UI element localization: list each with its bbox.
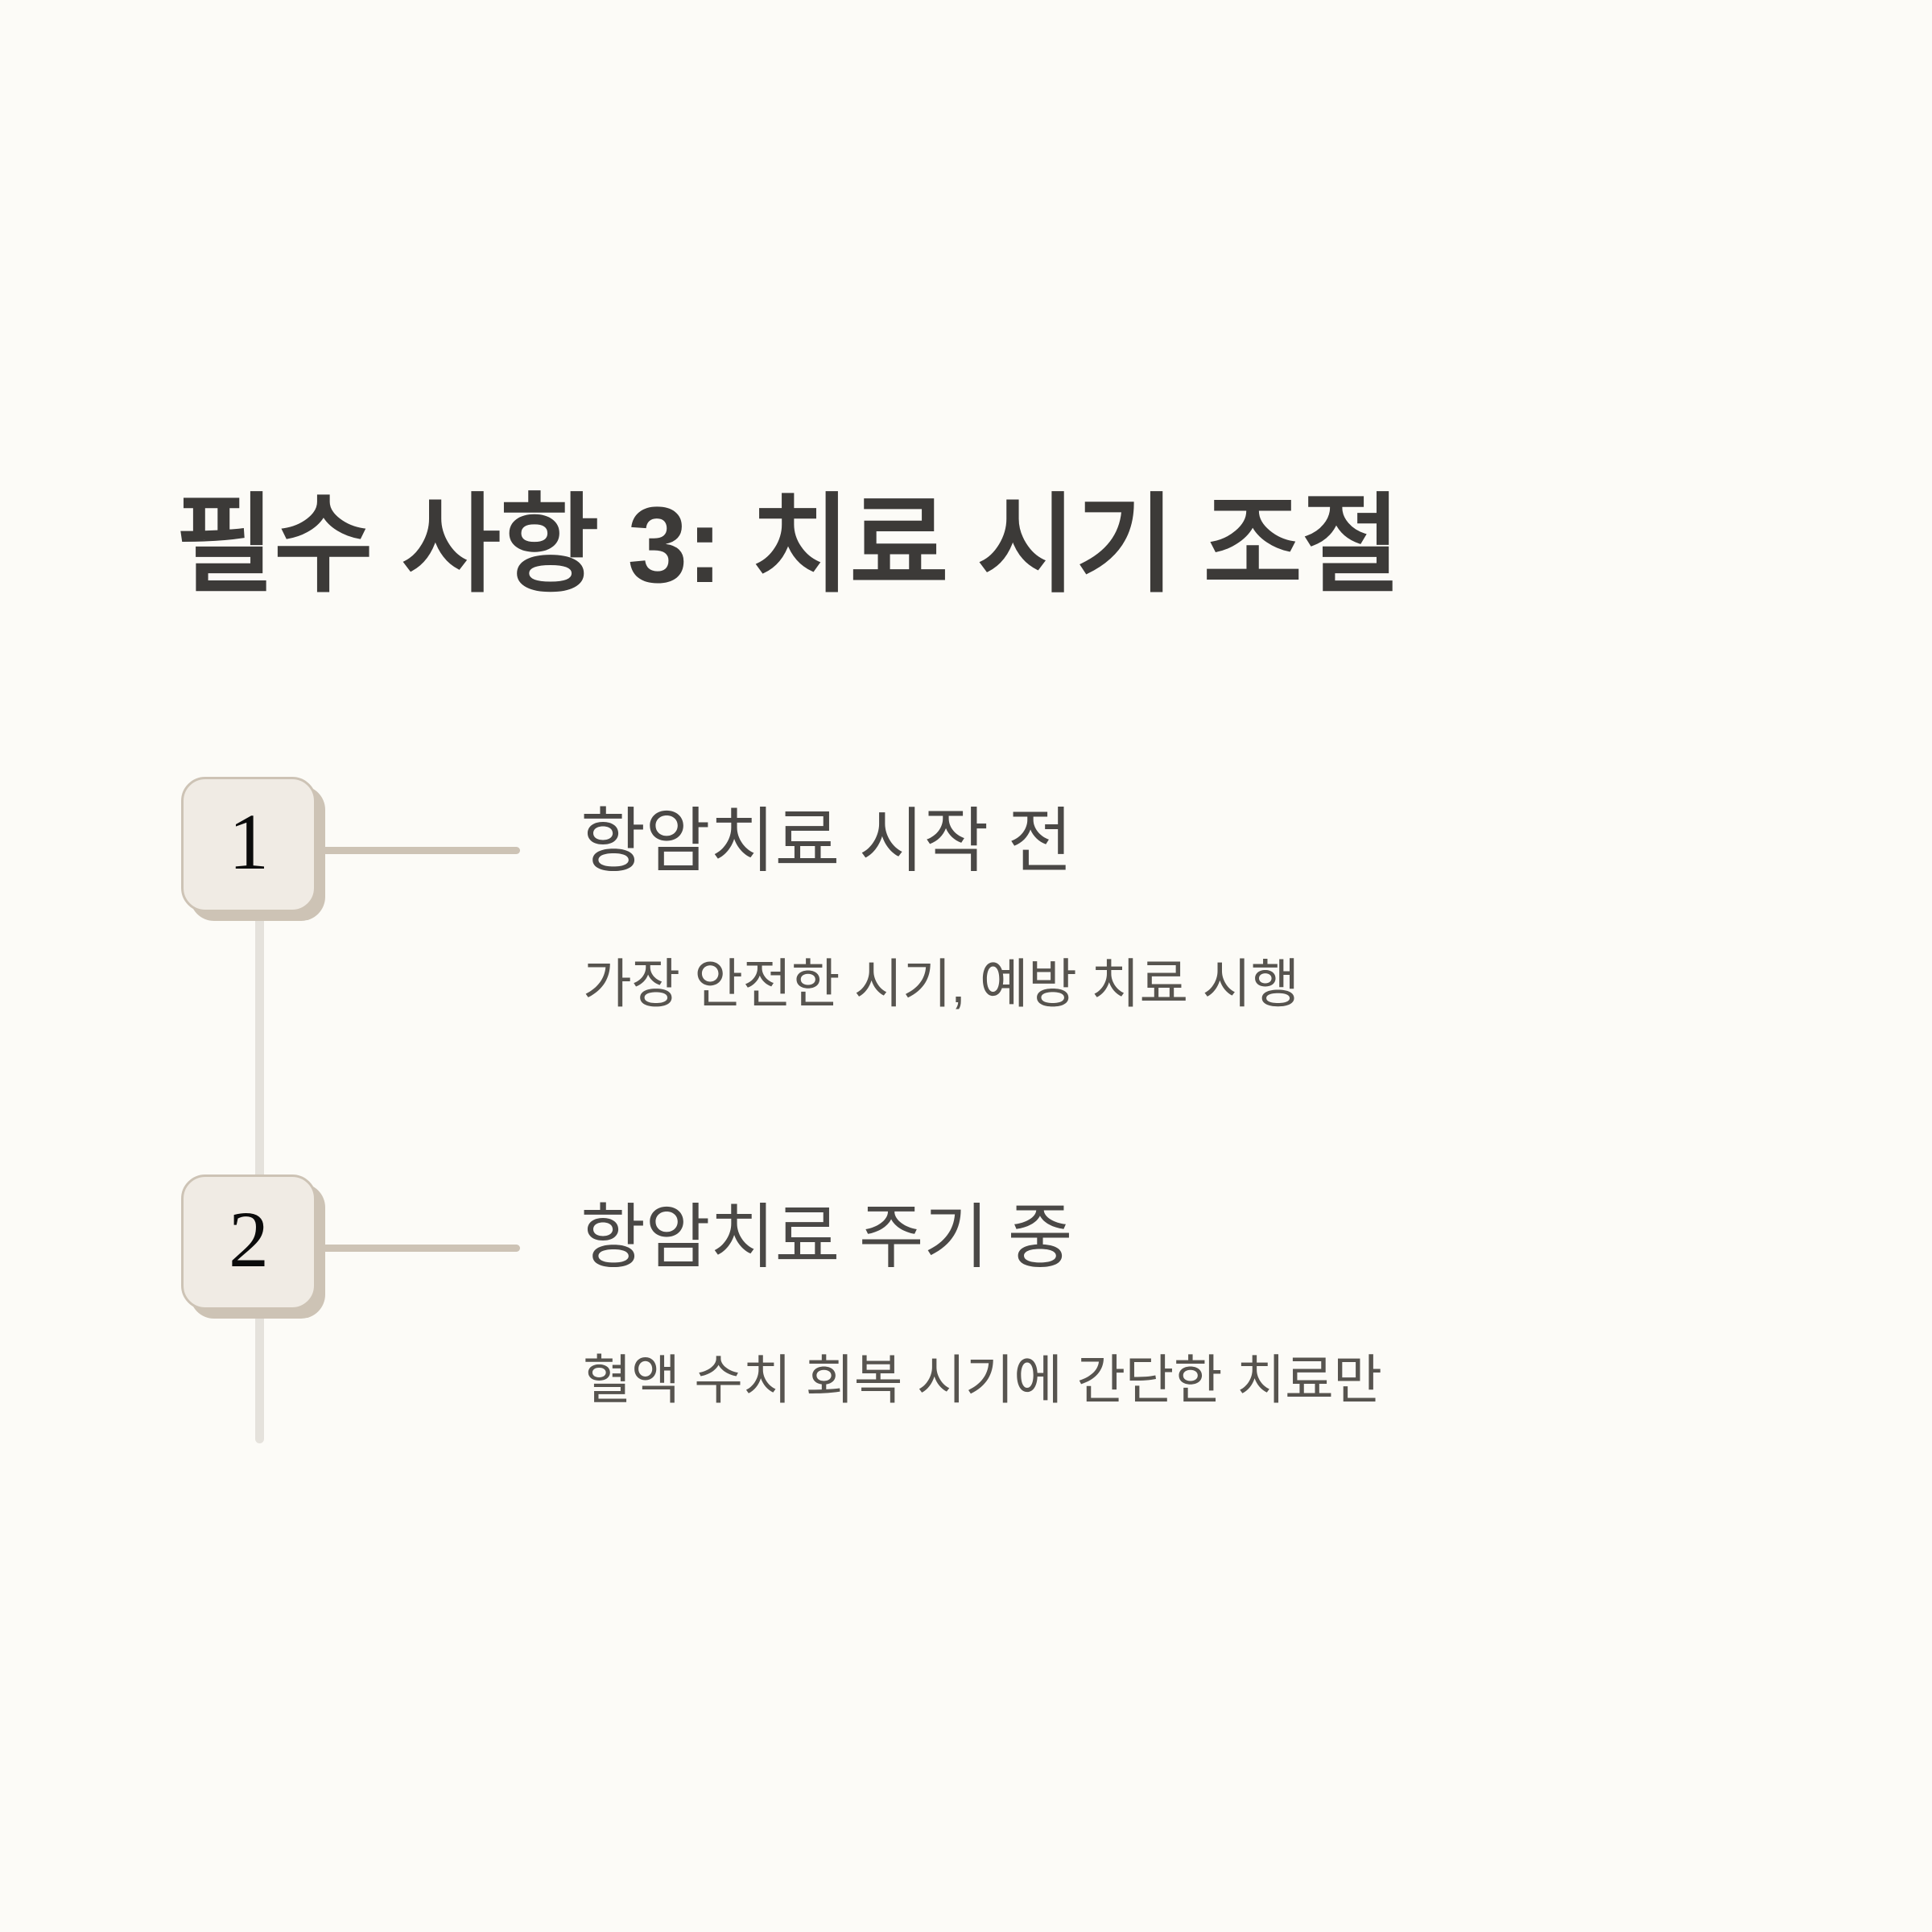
step-title: 항암치료 시작 전 [580, 801, 1073, 881]
step-badge-2[interactable]: 2 [181, 1174, 334, 1327]
step-badge-card: 2 [181, 1174, 316, 1310]
timeline-spine [255, 845, 264, 1443]
step-connector-line [322, 847, 520, 854]
step-badge-card: 1 [181, 777, 316, 912]
step-title: 항암치료 주기 중 [580, 1197, 1073, 1277]
step-description: 가장 안전한 시기, 예방 치료 시행 [583, 954, 1299, 1013]
step-number-label: 1 [229, 797, 269, 886]
step-description: 혈액 수치 회복 시기에 간단한 치료만 [583, 1350, 1382, 1410]
step-connector-line [322, 1245, 520, 1252]
step-badge-1[interactable]: 1 [181, 777, 334, 930]
step-number-label: 2 [229, 1195, 269, 1284]
page-title: 필수 사항 3: 치료 시기 조절 [175, 485, 1401, 605]
